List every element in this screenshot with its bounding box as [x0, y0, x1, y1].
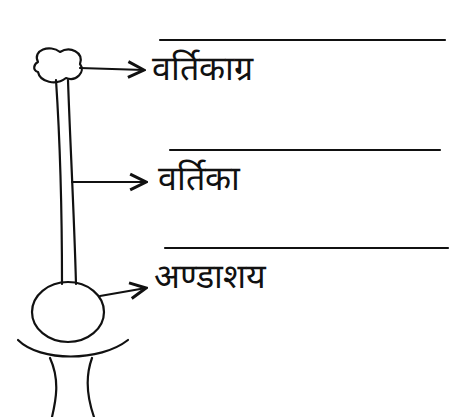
thalamus — [18, 340, 128, 357]
ovary — [32, 282, 104, 342]
rule-line — [160, 39, 445, 41]
leader-line — [100, 288, 146, 296]
thalamus — [88, 358, 94, 417]
rule-line — [165, 247, 448, 249]
stigma — [34, 48, 82, 82]
rule-line — [170, 149, 440, 151]
leader-line — [72, 181, 146, 183]
part-label: वर्तिका — [158, 158, 240, 199]
leader-line — [80, 68, 144, 70]
style — [56, 80, 62, 284]
part-label: वर्तिकाग्र — [152, 48, 253, 89]
part-label: अण्डाशय — [154, 256, 266, 297]
thalamus — [50, 358, 56, 417]
